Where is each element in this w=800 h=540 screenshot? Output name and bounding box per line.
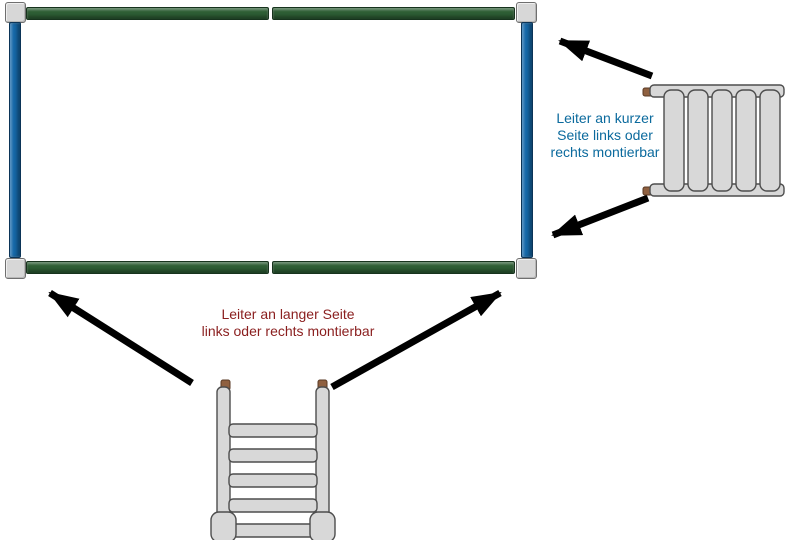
frame-rail-left [9,22,21,258]
ladder-rung [228,473,318,488]
label-ladder-long-side: Leiter an langer Seite links oder rechts… [178,306,398,340]
label-line: Seite links oder [557,127,653,143]
ladder-rung [228,498,318,513]
ladder-foot [210,511,237,540]
ladder-rung [663,89,685,192]
arrow-short-side-top-icon [558,37,654,80]
label-ladder-short-side: Leiter an kurzer Seite links oder rechts… [536,110,674,161]
arrow-long-side-right-icon [330,289,502,391]
ladder-rung [711,89,733,192]
frame-rail-top-left-segment [26,7,269,20]
ladder-rung [687,89,709,192]
ladder-rung [228,423,318,438]
ladder-rail [216,386,231,540]
frame-rail-bottom-left-segment [26,261,269,274]
arrow-short-side-bottom-icon [551,194,650,239]
frame-rail-top-right-segment [272,7,515,20]
frame-rail-right [521,22,533,258]
label-line: rechts montierbar [550,144,660,160]
frame-corner-bottom-left [5,258,26,279]
ladder-rung [735,89,757,192]
ladder-rung [228,523,318,538]
frame-rail-bottom-right-segment [272,261,515,274]
ladder-short-side-icon [642,84,785,197]
ladder-rung [759,89,781,192]
ladder-foot [309,511,336,540]
label-line: Leiter an langer Seite [221,306,355,322]
ladder-rail [315,386,330,540]
label-line: links oder rechts montierbar [201,323,375,339]
ladder-long-side-icon [210,379,336,540]
ladder-rung [228,448,318,463]
frame-corner-bottom-right [516,258,537,279]
label-line: Leiter an kurzer [556,110,654,126]
arrow-long-side-left-icon [48,290,194,386]
